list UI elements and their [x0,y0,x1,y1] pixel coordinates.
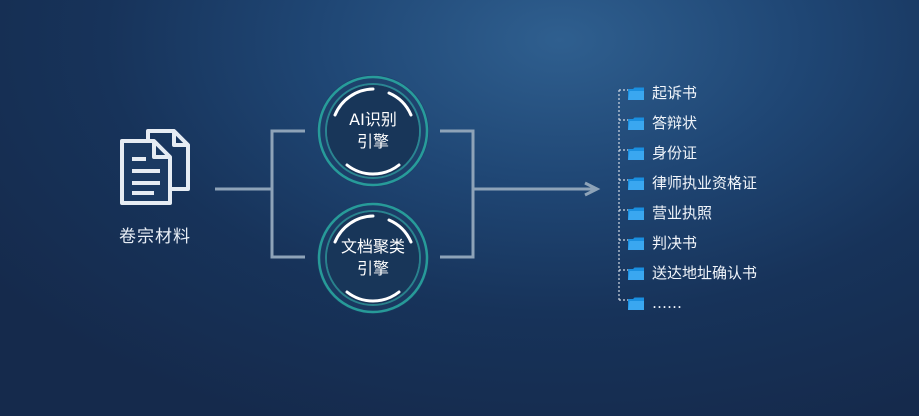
output-label: …… [652,294,682,312]
engine-label-line1: AI识别 [349,110,397,129]
list-item: 身份证 [628,138,757,168]
engine-label-line2: 引擎 [356,259,389,278]
engine-label: 文档聚类 引擎 [313,236,433,280]
folder-icon [628,117,644,130]
engine-label: AI识别 引擎 [313,109,433,153]
list-item: 答辩状 [628,108,757,138]
document-clustering-engine: 文档聚类 引擎 [313,198,433,318]
engine-label-line1: 文档聚类 [340,237,405,256]
output-label: 起诉书 [652,84,698,102]
list-item: 起诉书 [628,78,757,108]
engine-label-line2: 引擎 [356,132,389,151]
list-item: 律师执业资格证 [628,168,757,198]
output-label: 答辩状 [652,114,698,132]
folder-icon [628,237,644,250]
folder-icon [628,177,644,190]
output-label: 营业执照 [652,204,713,222]
output-label: 判决书 [652,234,698,252]
list-item: 营业执照 [628,198,757,228]
list-item: 送达地址确认书 [628,258,757,288]
output-label: 律师执业资格证 [652,174,758,192]
output-category-list: 起诉书 答辩状 身份证 律师执业资格证 营业执照 判决书 送达地址确认书 …… [628,78,757,318]
output-label: 身份证 [652,144,698,162]
list-item: 判决书 [628,228,757,258]
engine-ring-icon [317,202,429,314]
document-stack-icon [120,129,190,205]
ai-recognition-engine: AI识别 引擎 [313,71,433,191]
folder-icon [628,297,644,310]
folder-icon [628,207,644,220]
engine-ring-icon [317,75,429,187]
output-label: 送达地址确认书 [652,264,758,282]
folder-icon [628,87,644,100]
output-arrow-head [584,181,601,197]
left-bracket [270,129,305,259]
source-label: 卷宗材料 [119,227,191,247]
right-bracket [440,129,475,259]
list-item: …… [628,288,757,318]
folder-icon [628,267,644,280]
folder-icon [628,147,644,160]
